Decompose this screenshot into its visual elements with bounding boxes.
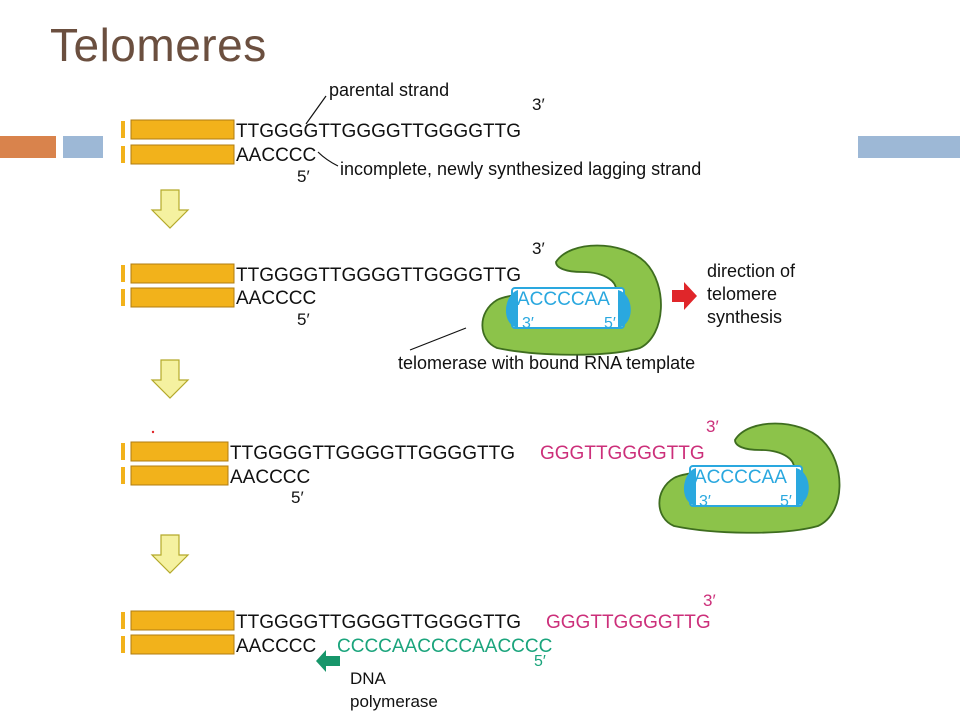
bottom-strand-sequence: AACCCC bbox=[230, 467, 310, 488]
five-prime-label: 5′ bbox=[291, 488, 304, 507]
parental-pointer bbox=[305, 95, 327, 125]
rna-cap-left bbox=[505, 290, 518, 328]
top-strand-sequence: TTGGGGTTGGGGTTGGGGTTG bbox=[230, 443, 515, 464]
rna-template-sequence: ACCCCAA bbox=[694, 467, 787, 488]
three-prime-label: 3′ bbox=[706, 417, 719, 436]
accent-bar-blue-right bbox=[858, 136, 960, 158]
top-strand-extension: GGGTTGGGGTTG bbox=[546, 612, 711, 633]
accent-bar-blue-left bbox=[63, 136, 103, 158]
bottom-strand-sequence: AACCCC bbox=[236, 145, 316, 166]
rna-cap-right bbox=[796, 468, 809, 506]
top-strand-sequence: TTGGGGTTGGGGTTGGGGTTG bbox=[236, 612, 521, 633]
polymerase-arrow-icon bbox=[316, 650, 340, 672]
telomerase-label: telomerase with bound RNA template bbox=[398, 353, 695, 373]
dna-duplex-top bbox=[130, 441, 229, 462]
step-2: TTGGGGTTGGGGTTGGGGTTG 3′ AACCCC 5′ ACCCC… bbox=[121, 239, 796, 373]
dna-tick bbox=[121, 612, 125, 629]
dna-duplex-bottom bbox=[130, 465, 229, 486]
dna-tick bbox=[121, 146, 125, 163]
accent-bar-orange bbox=[0, 136, 56, 158]
top-strand-sequence: TTGGGGTTGGGGTTGGGGTTG bbox=[236, 121, 521, 142]
lagging-pointer bbox=[317, 151, 339, 167]
rna-cap-left bbox=[683, 468, 696, 506]
slide-title: Telomeres bbox=[50, 19, 267, 71]
dna-tick bbox=[121, 636, 125, 653]
three-prime-label: 3′ bbox=[532, 95, 545, 114]
stray-mark bbox=[151, 430, 155, 434]
five-prime-label: 5′ bbox=[534, 653, 546, 670]
down-arrow-icon bbox=[150, 534, 190, 574]
polymerase-label-line: DNA bbox=[350, 669, 387, 688]
bottom-strand-extension: CCCCAACCCCAACCCC bbox=[337, 636, 552, 657]
polymerase-label-line: polymerase bbox=[350, 692, 438, 711]
dna-tick bbox=[121, 121, 125, 138]
dna-tick bbox=[121, 265, 125, 282]
five-prime-label: 5′ bbox=[297, 310, 310, 329]
rna-five-prime: 5′ bbox=[780, 493, 792, 510]
dna-tick bbox=[121, 467, 125, 484]
step-4: TTGGGGTTGGGGTTGGGGTTG GGGTTGGGGTTG 3′ AA… bbox=[121, 591, 716, 711]
dna-duplex-top bbox=[130, 263, 235, 284]
dna-duplex-bottom bbox=[130, 634, 235, 655]
enzyme-pointer bbox=[409, 327, 467, 351]
direction-label-line: direction of bbox=[707, 261, 796, 281]
dna-duplex-top bbox=[130, 119, 235, 140]
top-strand-extension: GGGTTGGGGTTG bbox=[540, 443, 705, 464]
bottom-strand-sequence: AACCCC bbox=[236, 288, 316, 309]
dna-tick bbox=[121, 443, 125, 460]
direction-label-line: telomere bbox=[707, 284, 777, 304]
direction-label-line: synthesis bbox=[707, 307, 782, 327]
rna-three-prime: 3′ bbox=[699, 493, 711, 510]
rna-three-prime: 3′ bbox=[522, 315, 534, 332]
rna-five-prime: 5′ bbox=[604, 315, 616, 332]
parental-strand-label: parental strand bbox=[329, 80, 449, 100]
rna-cap-right bbox=[618, 290, 631, 328]
three-prime-label: 3′ bbox=[532, 239, 545, 258]
dna-duplex-top bbox=[130, 610, 235, 631]
step-3: TTGGGGTTGGGGTTGGGGTTG GGGTTGGGGTTG 3′ AA… bbox=[121, 417, 841, 534]
down-arrow-icon bbox=[150, 189, 190, 229]
down-arrow-icon bbox=[150, 359, 190, 399]
five-prime-label: 5′ bbox=[297, 167, 310, 186]
bottom-strand-sequence: AACCCC bbox=[236, 636, 316, 657]
step-1: TTGGGGTTGGGGTTGGGGTTG 3′ AACCCC 5′ paren… bbox=[121, 80, 701, 186]
lagging-strand-label: incomplete, newly synthesized lagging st… bbox=[340, 159, 701, 179]
rna-template-sequence: ACCCCAA bbox=[517, 289, 610, 310]
three-prime-label: 3′ bbox=[703, 591, 716, 610]
dna-duplex-bottom bbox=[130, 144, 235, 165]
direction-arrow-icon bbox=[672, 282, 697, 310]
dna-tick bbox=[121, 289, 125, 306]
dna-duplex-bottom bbox=[130, 287, 235, 308]
top-strand-sequence: TTGGGGTTGGGGTTGGGGTTG bbox=[236, 265, 521, 286]
